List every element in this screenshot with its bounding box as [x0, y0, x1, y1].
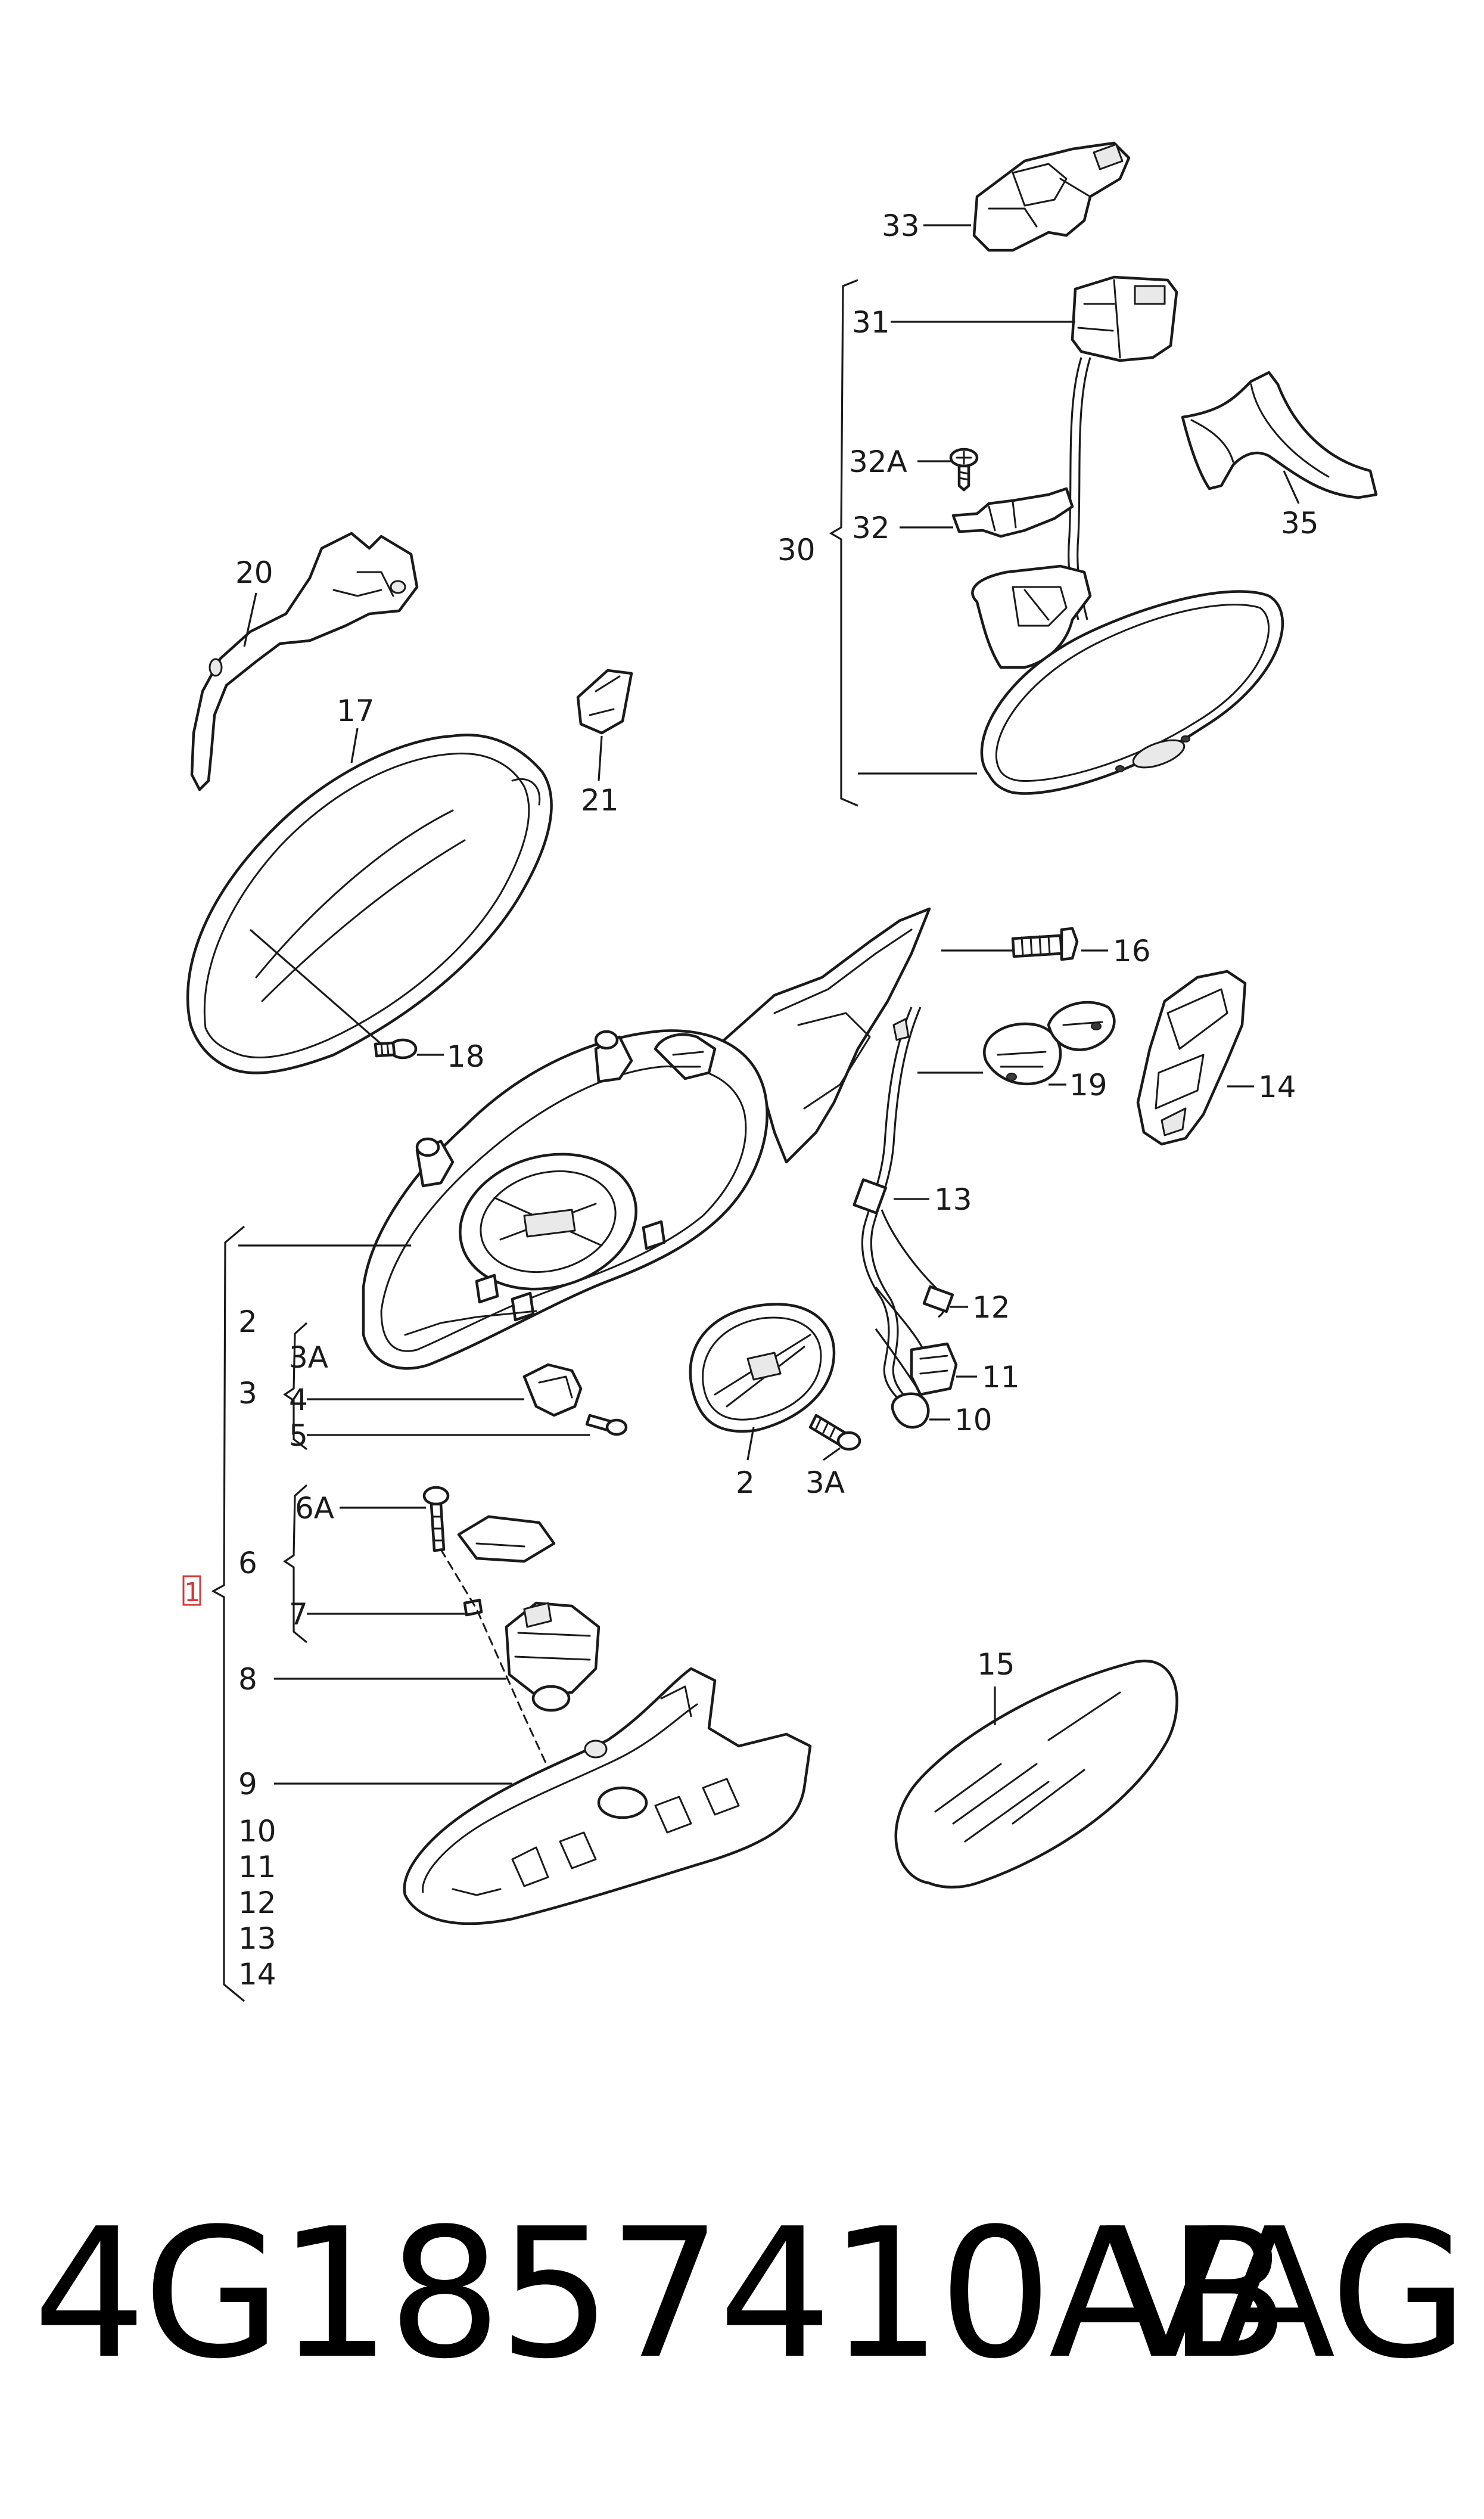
label-5: 5	[289, 1418, 308, 1453]
part-20-trim-strip	[190, 532, 419, 791]
part-8-motor	[505, 1601, 601, 1712]
part-32a-screw	[949, 448, 979, 492]
assembly-axis-line	[440, 1548, 561, 1795]
label-13-left: 13	[238, 1921, 276, 1956]
label-8: 8	[238, 1662, 257, 1697]
label-9: 9	[238, 1767, 257, 1801]
callout-1-box	[182, 1575, 201, 1606]
part-21-clip	[576, 669, 633, 735]
part-32-clip	[951, 487, 1074, 538]
label-3: 3	[238, 1376, 257, 1411]
label-2-right: 2	[736, 1465, 755, 1500]
label-2-left: 2	[238, 1304, 257, 1339]
label-14-right: 14	[1258, 1070, 1296, 1104]
part-1-mirror-base-assembly	[362, 907, 931, 1370]
part-30-interior-mirror	[971, 564, 1284, 795]
part-16-bolt	[1011, 927, 1079, 961]
part-9-lower-housing	[403, 1667, 812, 1925]
part-3a-screw-right	[808, 1414, 861, 1451]
label-13-right: 13	[934, 1182, 972, 1217]
part-4-clip	[522, 1363, 583, 1417]
part-33-sensor-bracket	[972, 141, 1131, 252]
part-labels: 33 31 32A 32 30 35 20 17 21 18 16 19 14 …	[182, 209, 1319, 1992]
leader-lines	[238, 224, 1300, 1785]
part-19-heating-pad	[983, 1001, 1116, 1086]
label-15: 15	[977, 1647, 1015, 1682]
part-15-mirror-glass	[894, 1660, 1178, 1889]
label-31: 31	[852, 305, 890, 340]
label-4: 4	[289, 1383, 308, 1417]
part-7-bracket	[457, 1515, 556, 1617]
label-30: 30	[777, 533, 816, 567]
label-33: 33	[882, 209, 920, 243]
label-12-left: 12	[238, 1886, 276, 1920]
label-6: 6	[238, 1546, 257, 1580]
part-13-wiring-harness	[853, 1007, 958, 1429]
label-17: 17	[337, 694, 375, 728]
label-1: 1	[184, 1577, 201, 1608]
brand-label: VAG	[1105, 2190, 1469, 2398]
part-5-screw	[585, 1414, 628, 1436]
label-6a: 6A	[295, 1491, 334, 1526]
label-11-left: 11	[238, 1850, 276, 1884]
label-35: 35	[1281, 506, 1319, 541]
label-20: 20	[235, 555, 273, 590]
label-32: 32	[852, 511, 890, 545]
part-number: 4G1857410AB	[33, 2190, 1290, 2398]
label-7: 7	[289, 1597, 308, 1632]
label-14-left: 14	[238, 1957, 276, 1992]
label-10-left: 10	[238, 1814, 276, 1849]
part-17-housing-cap	[186, 734, 553, 1074]
part-6a-screw	[422, 1486, 450, 1552]
label-19: 19	[1069, 1068, 1107, 1102]
part-18-screw	[374, 1038, 418, 1060]
label-18: 18	[447, 1039, 485, 1074]
part-2-adjuster-plate	[689, 1303, 836, 1433]
label-11-right: 11	[982, 1360, 1020, 1394]
label-3a-left: 3A	[289, 1340, 328, 1375]
label-32a: 32A	[849, 445, 907, 479]
part-14-motor-module	[1136, 970, 1247, 1146]
label-21: 21	[581, 783, 619, 818]
part-31-connector	[1068, 275, 1178, 620]
part-35-cover	[1181, 371, 1378, 499]
label-16: 16	[1113, 934, 1151, 968]
footer: 4G1857410AB VAG	[0, 2193, 1484, 2396]
label-3a-right: 3A	[805, 1465, 845, 1500]
label-10-right: 10	[954, 1403, 993, 1437]
braces	[211, 279, 858, 2002]
label-12-right: 12	[972, 1290, 1010, 1325]
